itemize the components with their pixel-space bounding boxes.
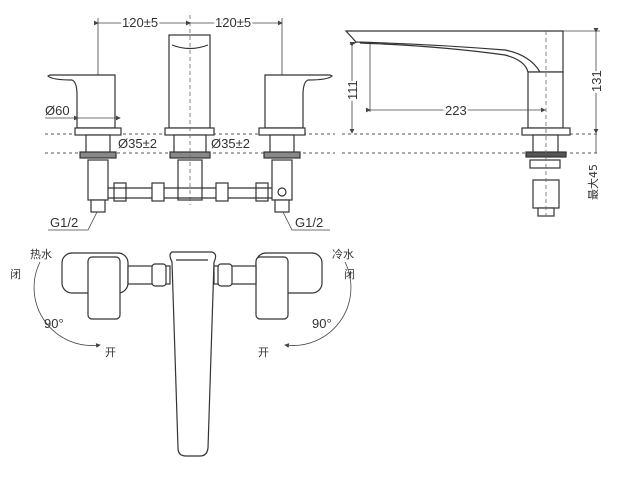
thread-left: G1/2 bbox=[50, 215, 78, 230]
dim-spacing-right: 120±5 bbox=[215, 15, 251, 30]
dim-spacing-left: 120±5 bbox=[122, 15, 158, 30]
open-right-label: 开 bbox=[258, 346, 269, 359]
side-view: 111 223 131 最大45 bbox=[342, 28, 606, 217]
close-left-label: 闭 bbox=[10, 268, 21, 281]
dim-total-height: 131 bbox=[589, 70, 604, 92]
front-view: 120±5 120±5 bbox=[45, 13, 335, 231]
thread-right: G1/2 bbox=[295, 215, 323, 230]
dim-spout-height: 111 bbox=[345, 80, 360, 100]
open-left-label: 开 bbox=[105, 346, 116, 359]
angle-right-label: 90° bbox=[312, 316, 332, 331]
dim-handle-diameter: Ø60 bbox=[45, 103, 70, 118]
hot-water-label: 热水 bbox=[30, 248, 52, 261]
angle-left-label: 90° bbox=[44, 316, 64, 331]
dim-max-deck: 最大45 bbox=[586, 164, 600, 200]
close-right-label: 闭 bbox=[344, 268, 355, 281]
dim-hole-right: Ø35±2 bbox=[211, 136, 250, 151]
left-valve-front bbox=[46, 74, 127, 213]
dim-spout-reach: 223 bbox=[445, 103, 467, 118]
right-valve-front bbox=[255, 74, 334, 213]
dim-hole-left: Ø35±2 bbox=[118, 136, 157, 151]
top-view: 热水 冷水 闭 闭 90° 90° 开 开 bbox=[10, 248, 355, 457]
cold-water-label: 冷水 bbox=[332, 248, 354, 261]
spout-front bbox=[164, 34, 215, 201]
